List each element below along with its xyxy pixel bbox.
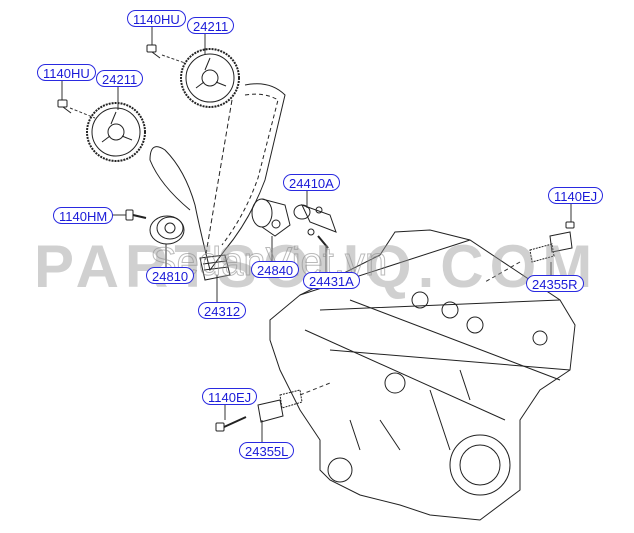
tensioner-pulley (251, 198, 291, 237)
callout-1140ej-right[interactable]: 1140EJ (548, 187, 604, 204)
idler-pulley (149, 215, 185, 245)
callout-24410a[interactable]: 24410A (283, 174, 340, 191)
crank-sprocket (199, 254, 231, 281)
callout-24810[interactable]: 24810 (146, 267, 195, 284)
callout-24211-lower[interactable]: 24211 (96, 70, 144, 87)
callout-1140hu-lower[interactable]: 1140HU (37, 64, 96, 81)
timing-belt (149, 83, 286, 272)
callout-24312[interactable]: 24312 (198, 302, 247, 319)
callout-1140ej-left[interactable]: 1140EJ (202, 388, 258, 405)
cam-pulley-lower (86, 102, 146, 162)
callout-1140hm[interactable]: 1140HM (53, 207, 114, 224)
callout-24211-upper[interactable]: 24211 (187, 17, 235, 34)
oil-control-valve-left (257, 389, 303, 423)
engine-block (269, 229, 576, 521)
cam-pulley-upper (180, 48, 240, 108)
oil-control-valve-right (529, 231, 573, 263)
bolts (57, 44, 575, 432)
callout-24355r[interactable]: 24355R (526, 275, 584, 292)
callout-24840[interactable]: 24840 (251, 261, 300, 278)
auto-tensioner (293, 204, 337, 249)
leader-lines (61, 27, 572, 442)
callout-24431a[interactable]: 24431A (303, 272, 360, 289)
callout-24355l[interactable]: 24355L (239, 442, 295, 459)
callout-1140hu-upper[interactable]: 1140HU (127, 10, 186, 27)
